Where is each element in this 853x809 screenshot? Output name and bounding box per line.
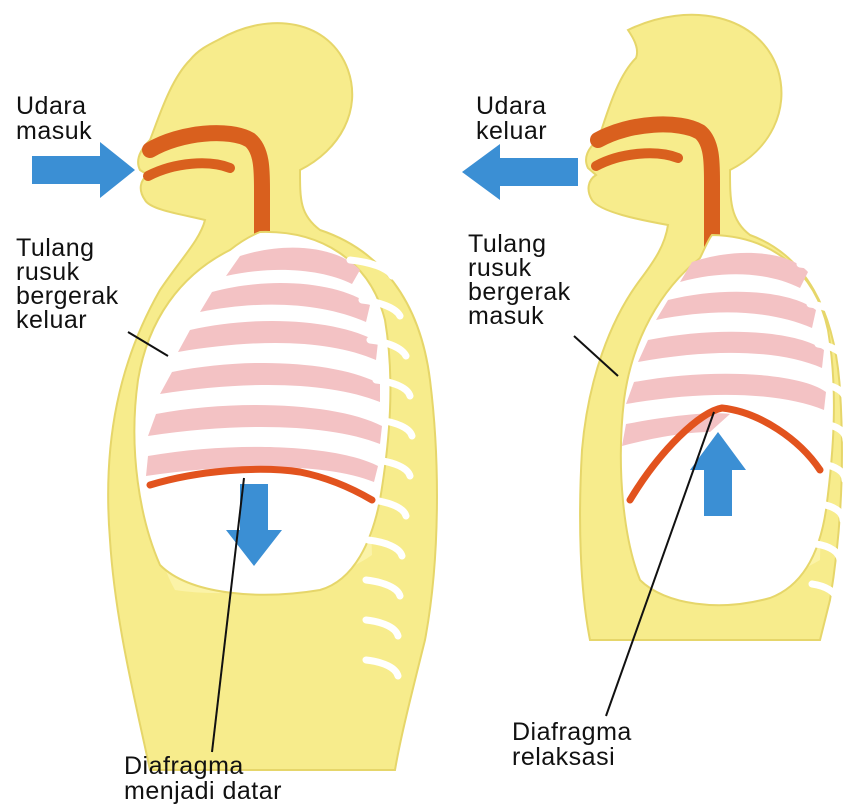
right-air-label: Udara keluar — [476, 94, 547, 144]
left-diaphragm-label: Diafragma menjadi datar — [124, 754, 282, 804]
right-rib-label-line-3: bergerak — [468, 280, 571, 304]
right-rib-label: Tulang rusuk bergerak masuk — [468, 232, 571, 328]
left-air-arrow-icon — [32, 142, 135, 198]
left-rib-label-line-3: bergerak — [16, 284, 119, 308]
left-diaphragm-label-line-1: Diafragma — [124, 754, 282, 779]
right-rib-label-line-1: Tulang — [468, 232, 571, 256]
left-diaphragm-label-line-2: menjadi datar — [124, 779, 282, 804]
left-air-label-line-2: masuk — [16, 119, 92, 144]
left-rib-label-line-4: keluar — [16, 308, 119, 332]
right-rib-label-line-4: masuk — [468, 304, 571, 328]
left-figure — [32, 23, 437, 770]
right-air-label-line-1: Udara — [476, 94, 547, 119]
left-air-label: Udara masuk — [16, 94, 92, 144]
left-rib-label-line-2: rusuk — [16, 260, 119, 284]
right-air-arrow-icon — [462, 144, 578, 200]
right-rib-label-line-2: rusuk — [468, 256, 571, 280]
left-rib-label: Tulang rusuk bergerak keluar — [16, 236, 119, 332]
left-rib-label-line-1: Tulang — [16, 236, 119, 260]
right-diaphragm-label-line-1: Diafragma — [512, 720, 632, 745]
right-diaphragm-label: Diafragma relaksasi — [512, 720, 632, 770]
right-air-label-line-2: keluar — [476, 119, 547, 144]
left-air-label-line-1: Udara — [16, 94, 92, 119]
right-diaphragm-label-line-2: relaksasi — [512, 745, 632, 770]
